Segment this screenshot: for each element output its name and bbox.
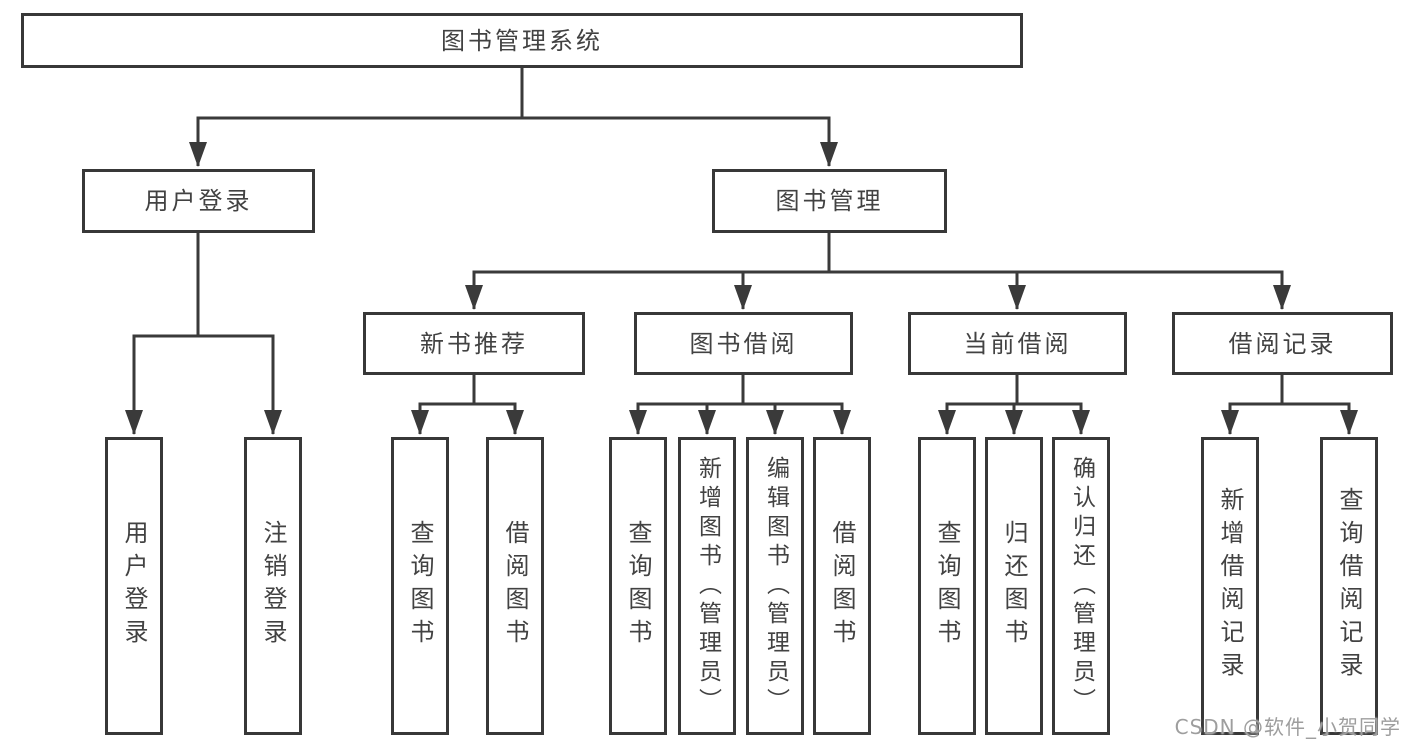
node-root: 图书管理系统 [21,13,1023,68]
node-book-borrowing-label: 图书借阅 [689,329,798,358]
node-new-book-recommendation: 新书推荐 [363,312,585,375]
node-current-borrowing-label: 当前借阅 [963,329,1072,358]
leaf-query-borrow-record-label: 查询借阅记录 [1335,487,1363,685]
node-borrowing-records-label: 借阅记录 [1228,329,1337,358]
leaf-return-book-label: 归还图书 [1000,520,1028,652]
leaf-add-borrow-record: 新增借阅记录 [1201,437,1259,735]
leaf-query-borrow-record: 查询借阅记录 [1320,437,1378,735]
leaf-add-book-admin-label: 新增图书（管理员） [694,455,721,717]
leaf-logout-label: 注销登录 [259,520,287,652]
leaf-query-book-1-label: 查询图书 [406,520,434,652]
leaf-borrow-book-2: 借阅图书 [813,437,871,735]
leaf-query-book-2: 查询图书 [609,437,667,735]
node-new-book-recommendation-label: 新书推荐 [420,329,528,358]
csdn-watermark: CSDN @软件_小贺同学 [1174,715,1401,739]
leaf-borrow-book-1: 借阅图书 [486,437,544,735]
leaf-query-book-3: 查询图书 [918,437,976,735]
node-book-management: 图书管理 [712,169,947,233]
node-user-login-label: 用户登录 [144,187,253,215]
node-root-label: 图书管理系统 [441,26,603,55]
leaf-logout: 注销登录 [244,437,302,735]
leaf-query-book-3-label: 查询图书 [933,520,961,652]
leaf-query-book-2-label: 查询图书 [624,520,652,652]
leaf-confirm-return-admin: 确认归还（管理员） [1052,437,1110,735]
leaf-add-book-admin: 新增图书（管理员） [678,437,736,735]
leaf-confirm-return-admin-label: 确认归还（管理员） [1068,455,1095,717]
leaf-query-book-1: 查询图书 [391,437,449,735]
leaf-borrow-book-2-label: 借阅图书 [828,520,856,652]
node-book-borrowing: 图书借阅 [634,312,853,375]
node-current-borrowing: 当前借阅 [908,312,1127,375]
node-borrowing-records: 借阅记录 [1172,312,1393,375]
node-book-management-label: 图书管理 [775,187,884,215]
leaf-borrow-book-1-label: 借阅图书 [501,520,529,652]
node-user-login: 用户登录 [82,169,315,233]
leaf-edit-book-admin-label: 编辑图书（管理员） [762,455,789,717]
leaf-user-login-label: 用户登录 [120,520,148,652]
leaf-return-book: 归还图书 [985,437,1043,735]
leaf-user-login: 用户登录 [105,437,163,735]
leaf-edit-book-admin: 编辑图书（管理员） [746,437,804,735]
leaf-add-borrow-record-label: 新增借阅记录 [1216,487,1244,685]
